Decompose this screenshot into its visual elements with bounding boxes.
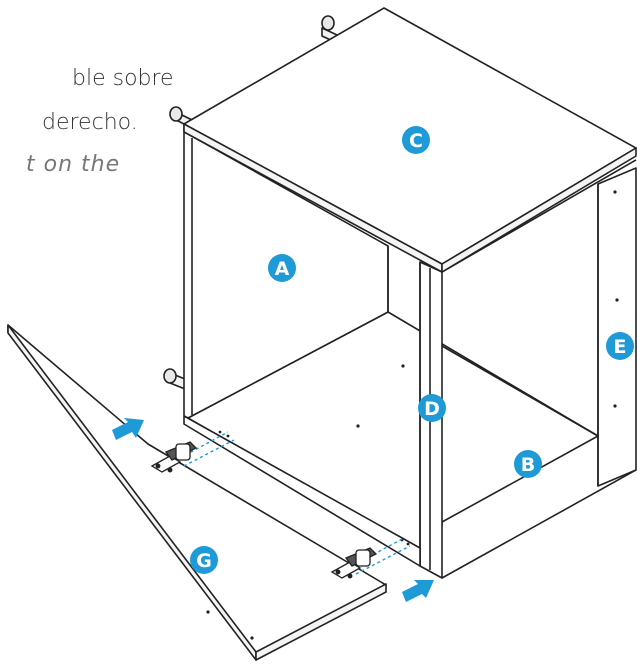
panel-e	[597, 167, 637, 487]
hinge-right	[330, 547, 378, 579]
badge-g: G	[190, 546, 218, 574]
arrows	[112, 418, 434, 602]
badge-c: C	[402, 126, 430, 154]
arrow-lower-right-icon	[402, 580, 434, 602]
arrow-upper-left-icon	[112, 418, 144, 440]
hinge-left	[150, 441, 198, 473]
badge-d: D	[418, 394, 446, 422]
svg-text:G: G	[196, 550, 212, 572]
hinge-guides	[179, 431, 411, 575]
badge-b: B	[514, 450, 542, 478]
svg-text:B: B	[521, 454, 535, 476]
svg-text:E: E	[614, 336, 627, 358]
badge-a: A	[268, 254, 296, 282]
svg-text:A: A	[275, 258, 290, 280]
svg-text:C: C	[409, 130, 423, 152]
badge-e: E	[606, 332, 634, 360]
instruction-line-2: derecho.	[42, 110, 138, 135]
instruction-line-1: ble sobre	[72, 66, 174, 91]
instruction-line-3-english: t on the	[26, 152, 121, 177]
svg-text:D: D	[424, 398, 440, 420]
